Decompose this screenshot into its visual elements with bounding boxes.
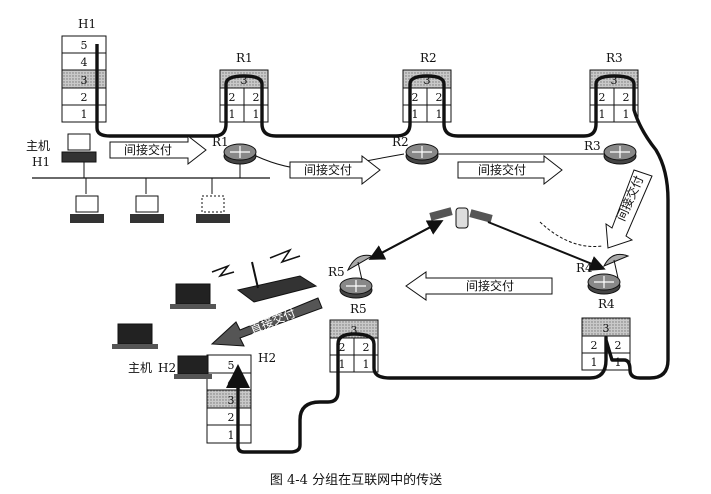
r4-layer-2a: 2 bbox=[591, 339, 598, 352]
h2-layer-3: 3 bbox=[228, 394, 235, 407]
h2-layer-2: 2 bbox=[228, 411, 235, 424]
lan-computer-icon bbox=[196, 195, 230, 223]
router-r1-icon bbox=[223, 143, 257, 165]
router-r5-label: R5 bbox=[328, 265, 345, 279]
router-r1-label: R1 bbox=[212, 135, 229, 149]
wireless-router-icon bbox=[236, 261, 318, 303]
r3-layer-1b: 1 bbox=[623, 108, 630, 121]
satellite-icon bbox=[429, 207, 493, 229]
figure-caption: 图 4-4 分组在互联网中的传送 bbox=[270, 472, 442, 488]
r2-layer-2b: 2 bbox=[436, 91, 443, 104]
r2-stack-label: R2 bbox=[420, 51, 437, 65]
arrow-label: 间接交付 bbox=[478, 162, 526, 177]
r1-stack-label: R1 bbox=[236, 51, 253, 65]
arrow-label: 直接交付 bbox=[248, 305, 298, 337]
h2-layer-5: 5 bbox=[228, 359, 235, 372]
router-r3-icon bbox=[603, 143, 637, 165]
r3-layer-2b: 2 bbox=[623, 91, 630, 104]
direct-delivery-arrow: 直接交付 bbox=[210, 297, 323, 347]
h1-stack: 5 4 3 2 1 H1 bbox=[61, 17, 107, 123]
r3-layer-2a: 2 bbox=[599, 91, 606, 104]
h2-laptop-icon bbox=[174, 355, 212, 379]
h2-host-name: 主机 bbox=[128, 361, 152, 375]
r4-layer-1b: 1 bbox=[615, 356, 622, 369]
arrow-label: 间接交付 bbox=[124, 142, 172, 157]
h1-layer-4: 4 bbox=[81, 56, 88, 69]
indirect-delivery-arrow-4: 间接交付 bbox=[605, 169, 653, 249]
r1-layer-3: 3 bbox=[241, 74, 248, 87]
r4-layer-2b: 2 bbox=[615, 339, 622, 352]
r5-layer-2a: 2 bbox=[339, 341, 346, 354]
r4-stack-label: R4 bbox=[598, 297, 615, 311]
r3-layer-1a: 1 bbox=[599, 108, 606, 121]
h2-host-label: H2 bbox=[158, 361, 176, 375]
h2-layer-1: 1 bbox=[228, 429, 235, 442]
link-r3-r4 bbox=[539, 221, 603, 247]
router-r4-icon bbox=[587, 273, 621, 295]
satellite-link-arrow bbox=[487, 221, 606, 271]
indirect-delivery-arrow-3: 间接交付 bbox=[457, 154, 563, 186]
r5-stack-label: R5 bbox=[350, 302, 367, 316]
h2-stack-label: H2 bbox=[258, 351, 276, 365]
r1-layer-1b: 1 bbox=[253, 108, 260, 121]
r5-layer-2b: 2 bbox=[363, 341, 370, 354]
arrow-label: 间接交付 bbox=[466, 278, 514, 293]
h1-layer-5: 5 bbox=[81, 39, 88, 52]
h1-stack-label: H1 bbox=[78, 17, 96, 31]
h1-layer-3: 3 bbox=[81, 74, 88, 87]
r2-layer-2a: 2 bbox=[412, 91, 419, 104]
r5-layer-1b: 1 bbox=[363, 358, 370, 371]
laptop-icon bbox=[170, 283, 216, 309]
r5-layer-1a: 1 bbox=[339, 358, 346, 371]
r3-stack-label: R3 bbox=[606, 51, 623, 65]
r5-stack: 3 2 2 1 1 R5 bbox=[329, 302, 379, 373]
arrow-label: 间接交付 bbox=[304, 162, 352, 177]
indirect-delivery-arrow-2: 间接交付 bbox=[289, 154, 381, 186]
h1-layer-2: 2 bbox=[81, 91, 88, 104]
router-r3-label: R3 bbox=[584, 139, 601, 153]
r1-layer-1a: 1 bbox=[229, 108, 236, 121]
lan-computer-icon bbox=[70, 195, 104, 223]
indirect-delivery-arrow-1: 间接交付 bbox=[109, 134, 207, 166]
h1-layer-1: 1 bbox=[81, 108, 88, 121]
satellite-dish-icon bbox=[346, 254, 374, 281]
router-r5-icon bbox=[339, 277, 373, 299]
r2-layer-3: 3 bbox=[424, 74, 431, 87]
h1-host-name: 主机 bbox=[26, 139, 50, 153]
r5-layer-3: 3 bbox=[351, 324, 358, 337]
r1-layer-2b: 2 bbox=[253, 91, 260, 104]
h1-computer-icon bbox=[61, 133, 97, 163]
h2-stack: 5 4 3 2 1 H2 bbox=[206, 351, 276, 444]
router-r2-label: R2 bbox=[392, 135, 409, 149]
h2-layer-4: 4 bbox=[228, 376, 235, 389]
satellite-link-arrow bbox=[371, 220, 444, 259]
r3-layer-3: 3 bbox=[611, 74, 618, 87]
h1-lan bbox=[32, 160, 270, 194]
laptop-icon bbox=[112, 323, 158, 349]
lan-computer-icon bbox=[130, 195, 164, 223]
packet-path bbox=[95, 44, 670, 454]
r2-layer-1a: 1 bbox=[412, 108, 419, 121]
r4-layer-3: 3 bbox=[603, 322, 610, 335]
indirect-delivery-arrow-5: 间接交付 bbox=[405, 271, 553, 301]
satellite-dish-icon bbox=[602, 253, 630, 279]
wireless-signal-icon bbox=[211, 248, 301, 278]
r4-layer-1a: 1 bbox=[591, 356, 598, 369]
h1-host-label: H1 bbox=[32, 155, 50, 169]
router-r2-icon bbox=[405, 143, 439, 165]
r1-layer-2a: 2 bbox=[229, 91, 236, 104]
r2-layer-1b: 1 bbox=[436, 108, 443, 121]
